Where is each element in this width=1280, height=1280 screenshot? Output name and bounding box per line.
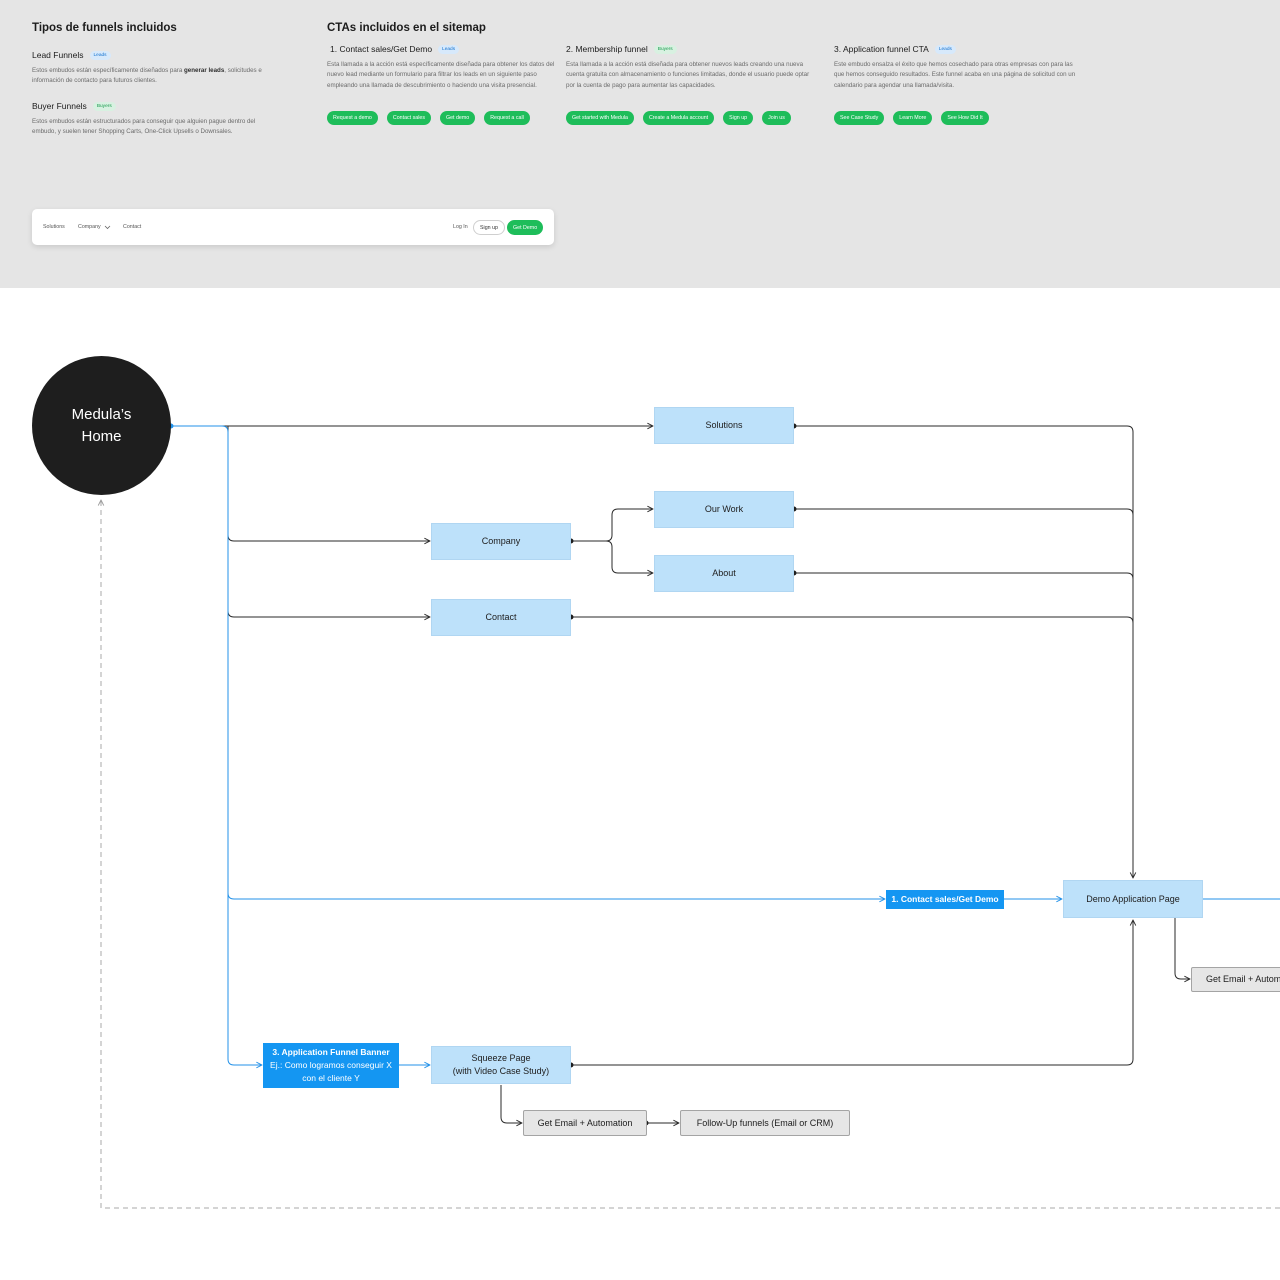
join-us-button[interactable]: Join us — [762, 111, 791, 125]
cta-2-buttons: Get started with Medula Create a Medula … — [566, 111, 791, 125]
cta-1-heading: 1. Contact sales/Get Demo Leads — [330, 44, 460, 54]
connector-solutions-demo — [794, 425, 1133, 878]
squeeze-line-1: Squeeze Page — [471, 1053, 531, 1063]
about-node[interactable]: About — [654, 555, 794, 592]
home-node[interactable]: Medula’s Home — [32, 356, 171, 495]
funnel-info-panel: Tipos de funnels incluidos Lead Funnels … — [0, 0, 1280, 288]
create-account-button[interactable]: Create a Medula account — [642, 111, 715, 125]
dashed-return-connector — [101, 500, 1280, 1209]
request-a-demo-button[interactable]: Request a demo — [327, 111, 378, 125]
application-funnel-banner-node[interactable]: 3. Application Funnel Banner Ej.: Como l… — [263, 1043, 399, 1088]
lead-funnels-description: Estos embudos están específicamente dise… — [32, 66, 272, 87]
cta-1-name: 1. Contact sales/Get Demo — [330, 44, 433, 54]
connector-home-contact — [227, 541, 430, 617]
blue-connector-home-trunk — [171, 425, 262, 1065]
connector-squeeze-demo — [571, 920, 1133, 1066]
nav-link-solutions[interactable]: Solutions — [43, 224, 65, 230]
see-how-did-it-button[interactable]: See How Did It — [941, 111, 989, 125]
connector-home-company — [227, 426, 430, 541]
connector-ourwork-demo — [794, 508, 1134, 516]
home-node-line1: Medula’s — [71, 405, 132, 423]
lead-funnels-heading: Lead Funnels Leads — [32, 50, 111, 60]
cta-1-description: Esta llamada a la acción está específica… — [327, 61, 555, 89]
lead-funnels-label: Lead Funnels — [32, 50, 84, 60]
company-node[interactable]: Company — [431, 523, 571, 560]
our-work-node[interactable]: Our Work — [654, 491, 794, 528]
cta-3-tag: Leads — [934, 44, 956, 54]
banner-title: 3. Application Funnel Banner — [272, 1047, 390, 1057]
follow-up-funnels-node[interactable]: Follow-Up funnels (Email or CRM) — [680, 1110, 850, 1136]
connector-contact-demo — [571, 616, 1134, 624]
lead-desc-part1: Estos embudos están específicamente dise… — [32, 67, 185, 74]
nav-login-link[interactable]: Log In — [453, 224, 468, 230]
cta-2-heading: 2. Membership funnel Buyers — [566, 44, 677, 54]
sign-up-cta-button[interactable]: Sign up — [723, 111, 754, 125]
demo-application-page-node[interactable]: Demo Application Page — [1063, 880, 1203, 918]
cta-3-heading: 3. Application funnel CTA Leads — [834, 44, 956, 54]
lead-desc-part2: , solicitudes e información de contacto … — [32, 67, 262, 85]
cta-1-tag: Leads — [438, 44, 460, 54]
squeeze-line-2: (with Video Case Study) — [452, 1066, 550, 1076]
get-email-automation-right-node[interactable]: Get Email + Autom — [1191, 967, 1280, 992]
buyer-funnels-description: Estos embudos están estructurados para c… — [32, 118, 256, 136]
nav-get-demo-button[interactable]: Get Demo — [507, 220, 544, 235]
chevron-down-icon — [104, 225, 110, 229]
buyers-tag: Buyers — [92, 101, 116, 111]
connector-company-ourwork — [571, 509, 653, 542]
learn-more-button[interactable]: Learn More — [893, 111, 933, 125]
nav-link-contact[interactable]: Contact — [123, 224, 142, 230]
request-a-call-button[interactable]: Request a call — [484, 111, 530, 125]
cta-3-buttons: See Case Study Learn More See How Did It — [834, 111, 989, 125]
connector-squeeze-email — [500, 1085, 522, 1123]
navbar-mockup: Solutions Company Contact Log In Sign up… — [32, 209, 554, 245]
get-email-automation-node[interactable]: Get Email + Automation — [523, 1110, 647, 1136]
buyer-funnels-label: Buyer Funnels — [32, 101, 87, 111]
banner-line-3: con el cliente Y — [302, 1073, 360, 1083]
funnel-types-title: Tipos de funnels incluidos — [32, 22, 177, 34]
nav-company-label: Company — [78, 224, 101, 230]
banner-line-2: Ej.: Como logramos conseguir X — [270, 1060, 392, 1070]
buyer-funnels-heading: Buyer Funnels Buyers — [32, 101, 116, 111]
connector-about-demo — [794, 572, 1134, 580]
contact-node[interactable]: Contact — [431, 599, 571, 636]
cta-2-description: Esta llamada a la acción está diseñada p… — [566, 61, 810, 89]
blue-connector-cta-contact — [227, 892, 885, 899]
nav-link-company[interactable]: Company — [78, 209, 111, 245]
cta-1-buttons: Request a demo Contact sales Get demo Re… — [327, 111, 530, 125]
cta-2-name: 2. Membership funnel — [566, 44, 648, 54]
solutions-node[interactable]: Solutions — [654, 407, 794, 444]
lead-desc-bold: generar leads — [184, 67, 225, 74]
squeeze-page-node[interactable]: Squeeze Page (with Video Case Study) — [431, 1046, 571, 1084]
get-started-button[interactable]: Get started with Medula — [566, 111, 634, 125]
cta-2-tag: Buyers — [653, 44, 677, 54]
contact-sales-button[interactable]: Contact sales — [386, 111, 431, 125]
connector-demo-email — [1174, 918, 1190, 979]
connector-company-about — [605, 540, 653, 573]
leads-tag: Leads — [89, 50, 111, 60]
home-node-line2: Home — [81, 427, 122, 445]
ctas-title: CTAs incluidos en el sitemap — [327, 22, 486, 34]
cta-3-name: 3. Application funnel CTA — [834, 44, 929, 54]
get-demo-button[interactable]: Get demo — [439, 111, 476, 125]
contact-sales-cta-label[interactable]: 1. Contact sales/Get Demo — [886, 890, 1004, 909]
see-case-study-button[interactable]: See Case Study — [834, 111, 885, 125]
nav-signup-button[interactable]: Sign up — [473, 220, 505, 235]
cta-3-description: Este embudo ensalza el éxito que hemos c… — [834, 61, 1076, 89]
